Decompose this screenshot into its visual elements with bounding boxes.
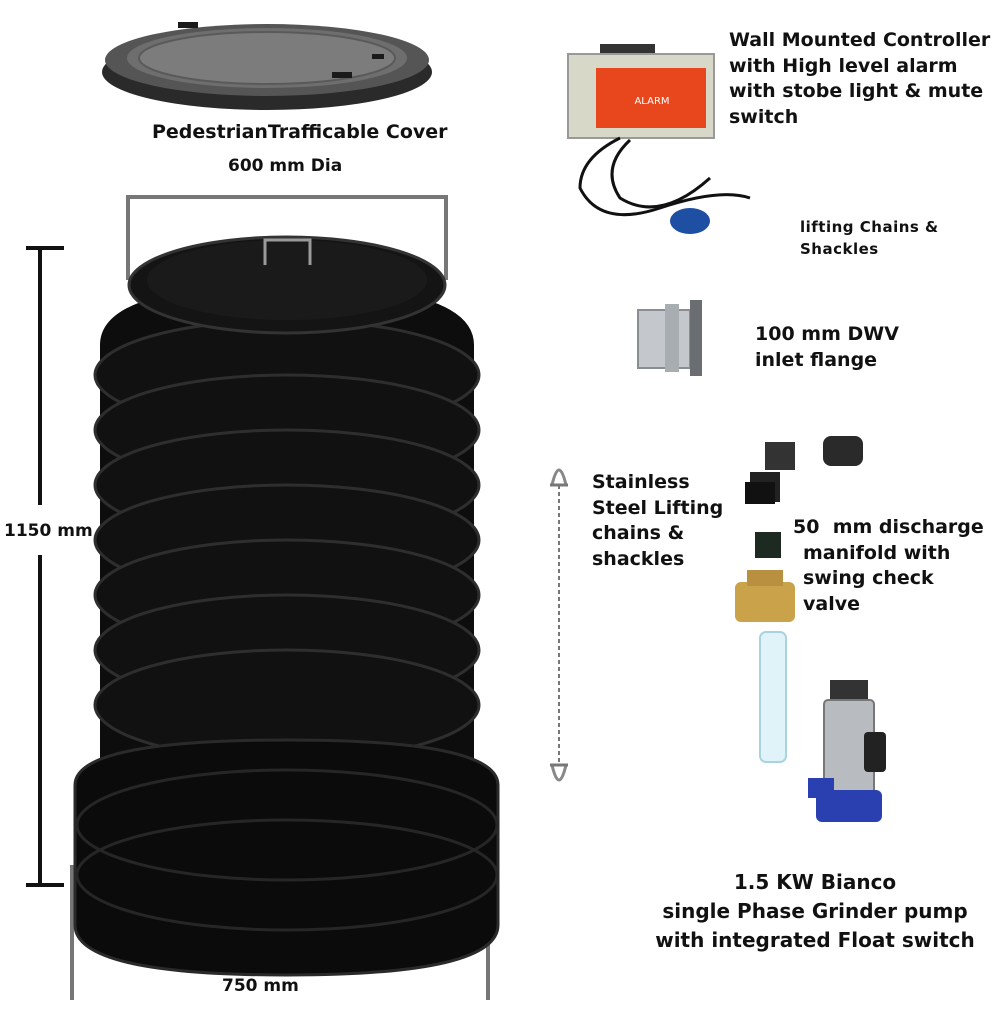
cover-image: [100, 12, 435, 112]
lifting-note: lifting Chains & Shackles: [800, 218, 939, 258]
tank-height-label: 1150 mm: [4, 520, 93, 543]
tank-base-width-label: 750 mm: [222, 976, 299, 996]
controller-panel-text: ALARM: [634, 96, 669, 107]
chain-image: [542, 455, 576, 795]
pump-image: [808, 672, 898, 837]
controller-caption: Wall Mounted Controller with High level …: [729, 29, 991, 128]
manifold-caption: 50 mm discharge manifold with swing chec…: [793, 516, 984, 615]
manifold-size: 50: [793, 516, 820, 538]
cover-diameter-label: 600 mm Dia: [228, 156, 343, 176]
tank-image: [20, 185, 500, 1015]
manifold-parts-image: [725, 432, 895, 772]
inlet-flange-image: [635, 298, 710, 378]
controller-image: ALARM: [560, 38, 760, 238]
chains-caption: Stainless Steel Lifting chains & shackle…: [592, 471, 724, 570]
inlet-caption: 100 mm DWV inlet flange: [755, 323, 899, 371]
cover-title: PedestrianTrafficable Cover: [152, 121, 448, 143]
pump-caption: 1.5 KW Bianco single Phase Grinder pump …: [655, 870, 975, 952]
